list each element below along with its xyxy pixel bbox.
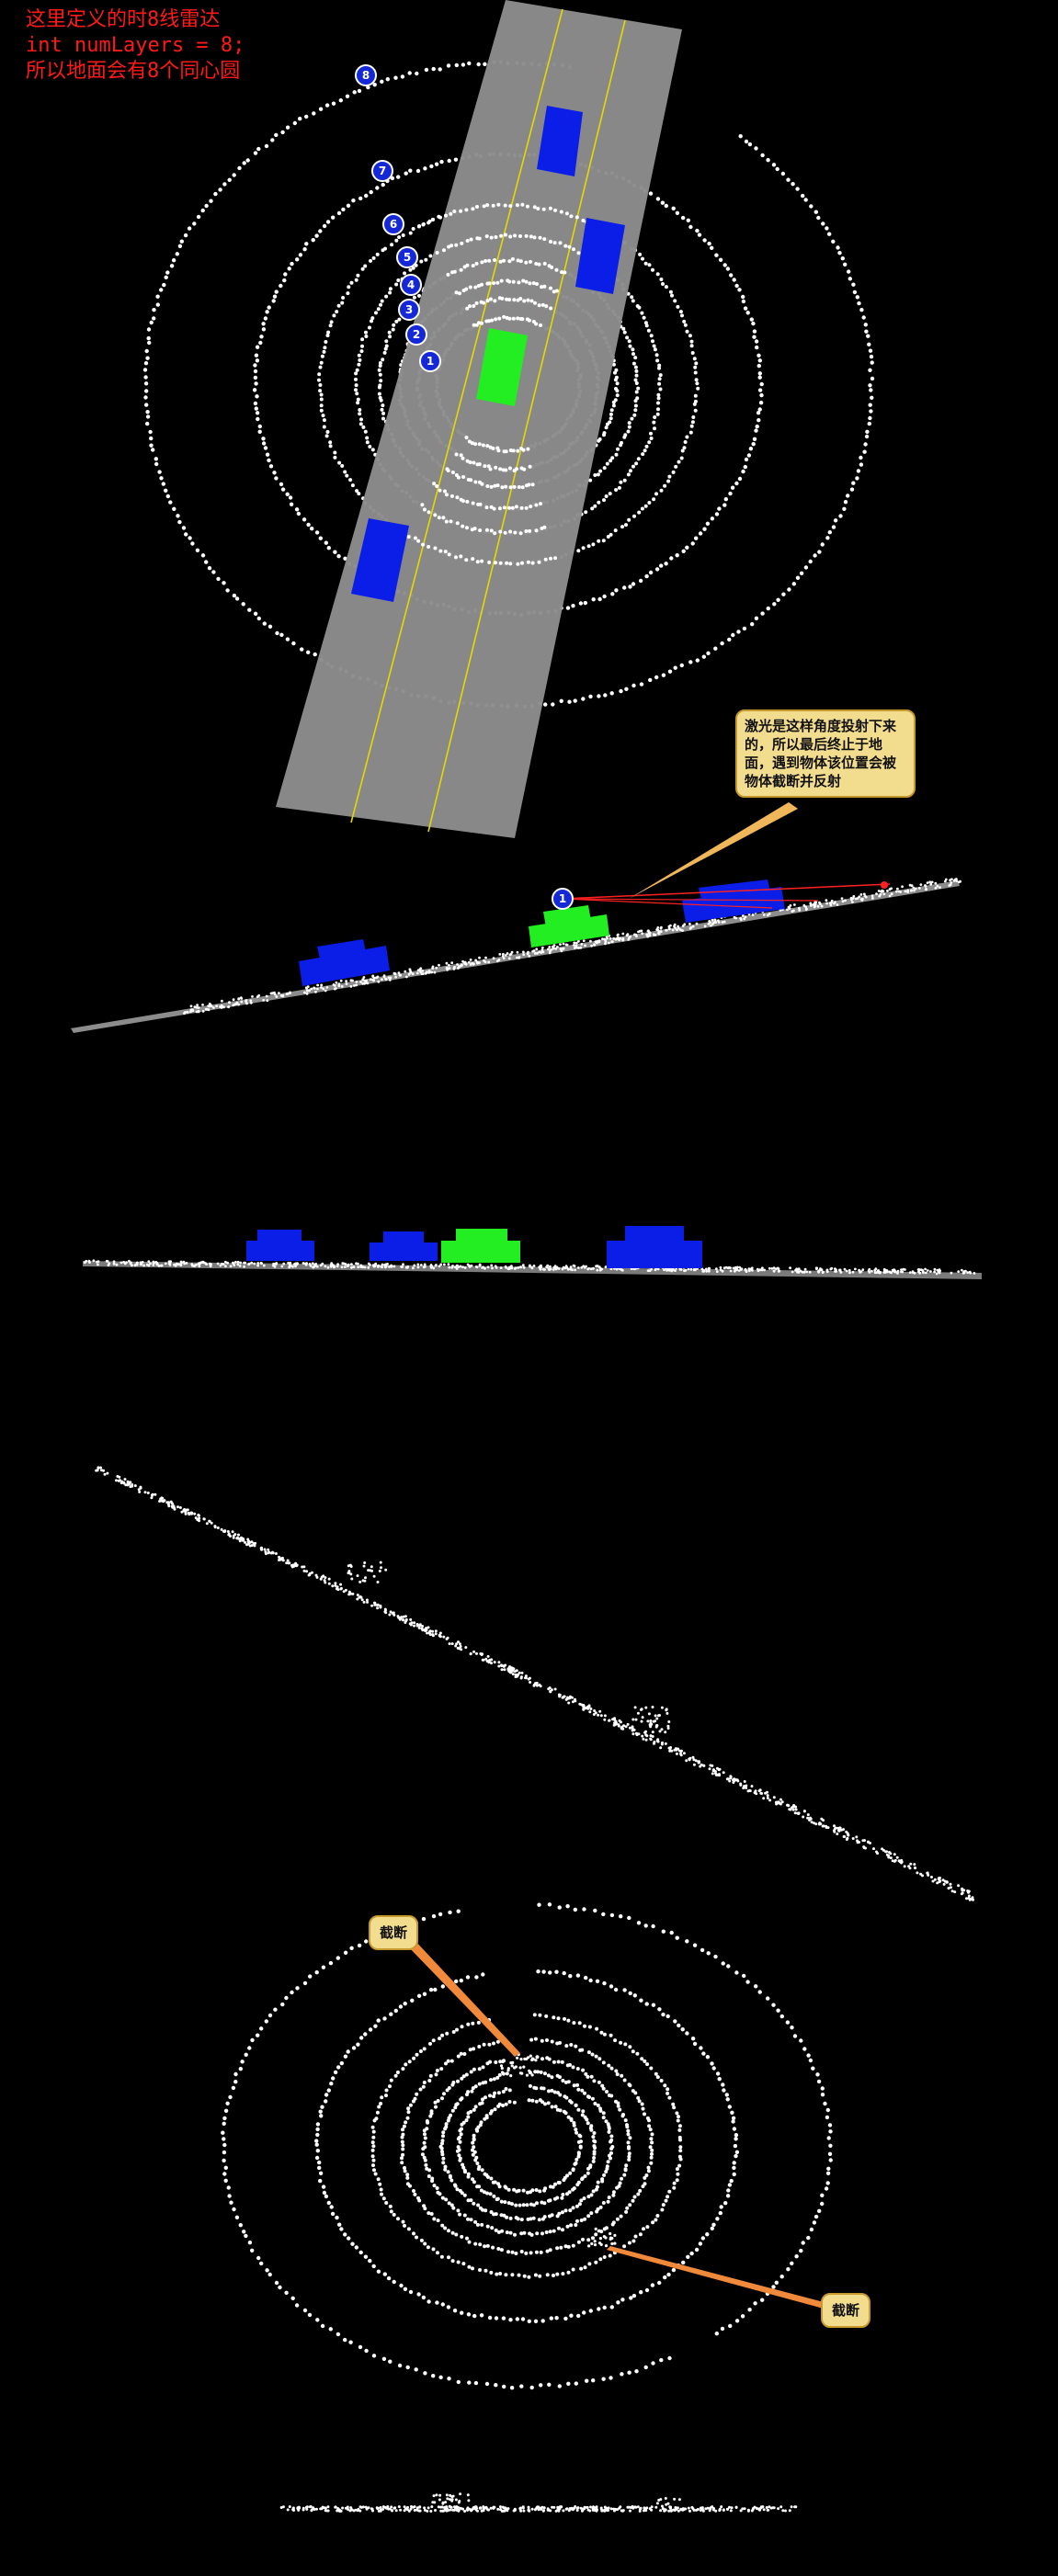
cut-pointer-a [404,1939,520,2057]
oblique-view-panel [71,802,961,1033]
laser-beam-1 [562,883,891,900]
laser-explanation-callout: 激光是这样角度投射下来的，所以最后终止于地面，遇到物体该位置会被物体截断并反射 [735,709,916,798]
ring-badge-7: 7 [371,160,393,182]
side-other-car-1-roof [257,1230,301,1243]
side-view-panel [83,1226,982,1279]
ring-badge-3: 3 [398,299,420,321]
ring-badge-2: 2 [405,323,427,346]
ring-badge-1: 1 [419,350,441,372]
laser-beam-3 [562,898,773,909]
ring-badge-4: 4 [400,274,422,296]
ego-car [476,328,528,406]
side-ego-car-roof [456,1229,507,1243]
other-car-3 [351,518,409,602]
oblique-ego-car-roof [543,905,591,927]
side-ring-badge-1: 1 [552,888,574,910]
note-line-1: 这里定义的时8线雷达 [26,8,221,31]
lane-line-right [427,19,626,833]
cut-off-callout-b: 截断 [821,2293,871,2328]
laser-hit-point [881,881,888,889]
side-other-car-2-roof [383,1231,424,1244]
side-ground-strip [83,1261,982,1279]
other-car-2 [575,218,625,294]
road-surface [276,0,682,838]
ring-badge-8: 8 [355,64,377,86]
cut-pointer-b [607,2246,827,2309]
side-other-car-1 [246,1241,314,1261]
oblique-other-car-left [299,946,390,986]
bottom-flat-point-line [279,2492,798,2513]
ring-point-cloud-panel [221,1902,833,2390]
other-car-1 [537,106,583,176]
note-line-3: 所以地面会有8个同心圆 [26,60,241,83]
side-other-car-3-roof [625,1226,684,1243]
diagonal-point-cloud [95,1466,974,1901]
lane-line-left [350,8,563,823]
side-other-car-3 [607,1241,702,1268]
code-annotation: 这里定义的时8线雷达 int numLayers = 8; 所以地面会有8个同心… [26,7,245,85]
top-view-points-on-road [396,202,594,566]
oblique-other-car-left-roof [317,939,367,963]
side-other-car-2 [370,1243,438,1261]
top-view-panel [142,0,875,838]
ring-badge-6: 6 [382,213,404,235]
laser-beam-2 [562,898,819,902]
cut-off-callout-a: 截断 [369,1915,419,1950]
oblique-ego-car [529,914,609,948]
callout-pointer-main [629,802,798,899]
oblique-ground-strip [71,880,960,1033]
side-ego-car [441,1241,520,1263]
lower-point-rings [221,1902,833,2390]
note-line-2: int numLayers = 8; [26,34,245,57]
ring-badge-5: 5 [396,246,418,268]
